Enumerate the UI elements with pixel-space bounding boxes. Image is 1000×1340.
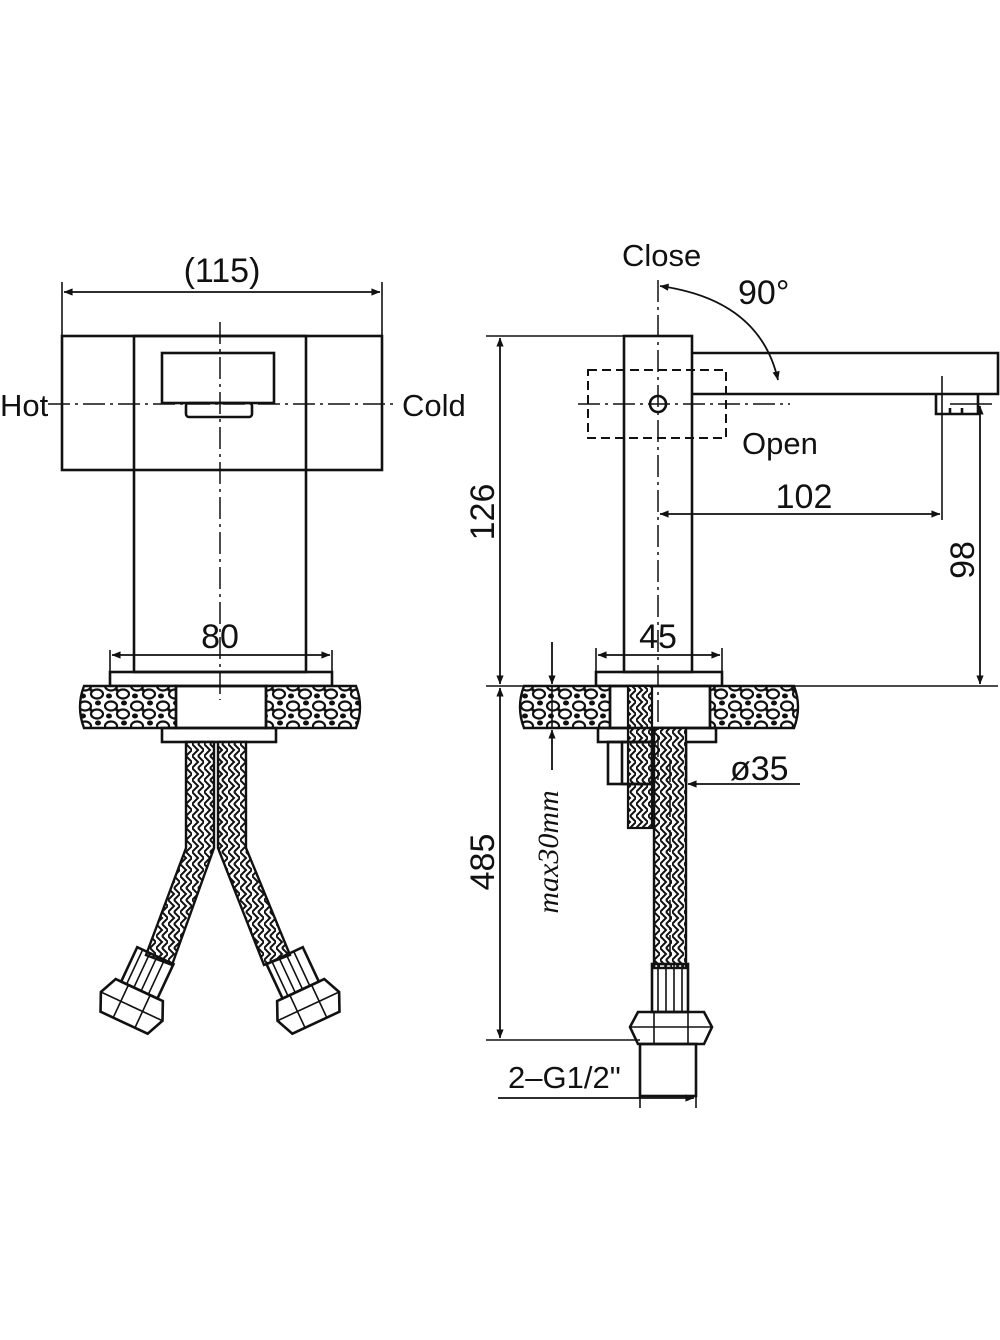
handle-angle: 90° xyxy=(738,274,789,312)
side-connector xyxy=(628,962,714,1098)
connection-spec: 2–G1/2" xyxy=(508,1060,621,1095)
front-shank xyxy=(174,684,268,730)
dim-base-width: 80 xyxy=(201,618,239,656)
close-label: Close xyxy=(622,238,701,273)
front-countertop-right xyxy=(264,684,362,730)
front-base-plate xyxy=(108,670,334,688)
side-view: 90° Close Open 126 102 98 45 ø35 max30mm… xyxy=(464,238,1000,1108)
front-countertop-left xyxy=(78,684,178,730)
dim-height-above-deck: 126 xyxy=(464,484,502,541)
front-view: (115) 80 Hot Cold xyxy=(0,252,466,1036)
front-aerator xyxy=(184,401,254,419)
side-spout xyxy=(692,351,1000,396)
dim-width-overall: (115) xyxy=(184,252,261,290)
open-label: Open xyxy=(742,426,818,461)
dim-base-diameter: 45 xyxy=(639,618,677,656)
cold-label: Cold xyxy=(402,388,466,423)
front-connector-left xyxy=(99,945,176,1036)
side-shank xyxy=(608,684,712,730)
dim-hole-diameter: ø35 xyxy=(730,750,789,788)
front-mounting-nut xyxy=(160,726,278,744)
side-threaded-stud xyxy=(626,684,654,830)
front-hose-left xyxy=(144,740,216,967)
front-connector-right xyxy=(264,945,341,1036)
side-countertop-left xyxy=(518,684,612,730)
hot-label: Hot xyxy=(0,388,49,423)
side-countertop-right xyxy=(708,684,800,730)
dim-hose-length: 485 xyxy=(464,834,502,891)
dim-spout-reach: 102 xyxy=(776,478,833,516)
front-spout-outlet xyxy=(160,351,276,405)
front-hose-right xyxy=(216,740,292,967)
side-base-plate xyxy=(594,670,724,688)
dim-spout-height: 98 xyxy=(944,541,982,579)
max-deck-thickness: max30mm xyxy=(532,790,565,913)
